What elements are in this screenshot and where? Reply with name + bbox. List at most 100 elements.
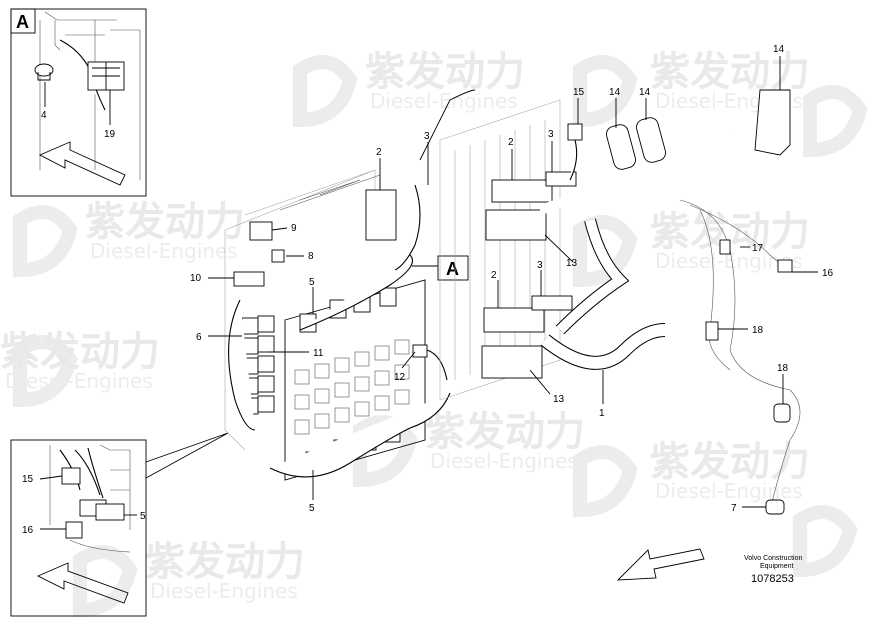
connector-17	[719, 239, 731, 255]
main-harness-1	[531, 89, 801, 581]
cable-15	[569, 139, 578, 181]
connector-18-a	[705, 321, 719, 341]
electrical-distribution-box: A	[224, 89, 476, 481]
main-view-arrow	[616, 548, 705, 581]
callout-14-right: 14	[773, 44, 785, 55]
inset-detail-a: A 4 19	[10, 8, 147, 197]
connector-12	[412, 344, 428, 358]
watermark-tile-9	[793, 85, 868, 578]
watermark-tile-3: 紫发动力 Diesel-Engines	[13, 199, 245, 278]
relay-board	[284, 279, 426, 481]
inset-frame	[10, 8, 147, 197]
inset-panel-edges	[39, 11, 141, 180]
ecu-fins	[454, 120, 546, 380]
callout-3-ecu: 3	[548, 129, 554, 140]
cable-12	[426, 349, 448, 381]
connector-15-inset	[61, 467, 81, 485]
document-number: 1078253	[751, 573, 794, 585]
box-rear-edges	[224, 169, 376, 451]
callout-1: 1	[599, 408, 605, 419]
inset-bracket	[54, 20, 105, 51]
watermark-brand-cn: 紫发动力	[365, 49, 525, 95]
connector-5-inset-b	[95, 503, 125, 521]
wire-18	[699, 209, 731, 371]
callout-10: 10	[190, 273, 202, 284]
callout-13-upper: 13	[566, 258, 578, 269]
watermark-brand-en: Diesel-Engines	[430, 449, 578, 473]
connector-10	[233, 271, 265, 287]
watermark-brand-cn: 紫发动力	[650, 49, 810, 95]
watermark-brand-en: Diesel-Engines	[370, 89, 518, 113]
conduit-3-upper	[545, 171, 577, 187]
grommet-4-stem	[37, 72, 51, 81]
watermark-brand-cn: 紫发动力	[425, 409, 585, 455]
left-loop-harness	[228, 299, 256, 431]
drawing-credit: Volvo Construction Equipment 1078253	[744, 555, 802, 585]
ecu-heatsink	[439, 99, 561, 401]
connector-8	[271, 249, 285, 263]
callout-11: 11	[313, 348, 324, 359]
inset-frame-bottom	[10, 439, 147, 617]
marker-a-box	[437, 255, 469, 281]
connector-16	[777, 259, 793, 273]
callout-9: 9	[291, 223, 297, 234]
relay-grid	[294, 339, 410, 435]
callout-15: 15	[573, 87, 585, 98]
connector-2-upper	[365, 189, 397, 241]
callout-2-lower: 2	[491, 270, 497, 281]
marker-a-letter: A	[446, 259, 459, 279]
harness-trunk-lower-fill	[541, 324, 666, 369]
watermark-layer: 紫发动力 Diesel-Engines 紫发动力 Diesel-Engines …	[0, 49, 868, 618]
callout-8: 8	[308, 251, 314, 262]
connector-7	[765, 499, 785, 515]
connector-14-right	[754, 89, 791, 156]
connector-16-inset	[65, 521, 83, 539]
credit-line-1: Volvo Construction	[744, 555, 802, 562]
callout-14-b: 14	[639, 87, 651, 98]
callout-18-a: 18	[752, 325, 764, 336]
inset-view-arrow-bottom	[36, 562, 129, 604]
callout-2-upper: 2	[376, 147, 382, 158]
callout-4: 4	[41, 110, 47, 121]
watermark-tile-8: 紫发动力 Diesel-Engines	[73, 539, 305, 618]
connector-14-pair	[606, 117, 666, 170]
inset-pointer	[145, 432, 229, 479]
watermark-brand-cn: 紫发动力	[0, 329, 160, 375]
callout-13-lower: 13	[553, 394, 565, 405]
callout-17: 17	[752, 243, 764, 254]
grommet-4	[34, 63, 54, 77]
watermark-tile-7: 紫发动力 Diesel-Engines	[573, 439, 810, 518]
callout-19: 19	[104, 129, 116, 140]
callout-7: 7	[731, 503, 737, 514]
inset-panel-edges-bottom	[49, 444, 131, 530]
inset-letter-a: A	[16, 12, 29, 32]
watermark-brand-en: Diesel-Engines	[90, 239, 238, 263]
callout-3-upper: 3	[424, 131, 430, 142]
bottom-harness-loop	[269, 392, 451, 478]
connector-2-ecu-upper	[485, 179, 553, 241]
callout-5-bottom: 5	[309, 503, 315, 514]
watermark-tile-5: 紫发动力 Diesel-Engines	[0, 329, 160, 408]
connector-18-b	[773, 403, 791, 423]
ecu-outline	[439, 99, 561, 401]
credit-line-2: Equipment	[760, 563, 794, 570]
callout-3-lower: 3	[537, 260, 543, 271]
connector-15	[567, 123, 583, 141]
box-heatsink	[279, 174, 381, 211]
watermark-tile-1: 紫发动力 Diesel-Engines	[293, 49, 525, 128]
watermark-brand-en: Diesel-Engines	[150, 579, 298, 603]
callout-6: 6	[196, 332, 202, 343]
inset-letter-box	[10, 8, 36, 34]
watermark-brand-en: Diesel-Engines	[655, 479, 803, 503]
harness-branch-fill	[556, 218, 628, 334]
top-harness-loop	[299, 254, 414, 331]
connector-19-detail	[92, 62, 120, 90]
cable-3-upper	[394, 184, 421, 271]
watermark-brand-cn: 紫发动力	[145, 539, 305, 585]
watermark-brand-en: Diesel-Engines	[5, 369, 153, 393]
callout-2-ecu: 2	[508, 137, 514, 148]
callout-12: 12	[394, 372, 406, 383]
harness-trunk-upper-fill	[538, 131, 734, 215]
connector-row-5-top	[299, 287, 397, 333]
